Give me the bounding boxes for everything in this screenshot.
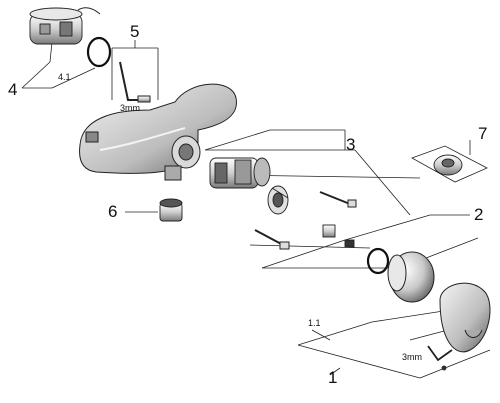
callout-2: 2 [474, 205, 484, 224]
allen-key-part-5 [119, 61, 151, 103]
cap-part-7 [433, 154, 463, 176]
callout-6: 6 [108, 202, 118, 221]
leader-line-2 [261, 239, 346, 269]
nut-part [322, 224, 355, 248]
callout-5: 5 [130, 22, 140, 41]
o-ring-2 [366, 247, 390, 275]
mixer-body [79, 83, 237, 181]
allen-key-small [427, 345, 453, 371]
leader-line-4 [21, 61, 51, 89]
size-label-top: 3mm [120, 103, 140, 113]
cartridge-part-3 [209, 157, 289, 215]
screw-pair [254, 191, 357, 250]
callout-7: 7 [478, 124, 488, 143]
callout-1-1: 1.1 [308, 318, 321, 328]
callout-4: 4 [8, 80, 18, 99]
handle-part-1 [439, 282, 491, 353]
callout-1: 1 [328, 368, 338, 387]
leader-line-1 [297, 344, 421, 379]
callout-4-1: 4.1 [58, 72, 71, 82]
aerator-part-6 [159, 198, 183, 222]
cartridge-part-4 [29, 7, 101, 45]
size-label-bottom: 3mm [402, 352, 422, 362]
o-ring-4-1 [86, 36, 112, 68]
callout-3: 3 [346, 135, 356, 154]
dome-cap-part-2 [387, 251, 435, 303]
